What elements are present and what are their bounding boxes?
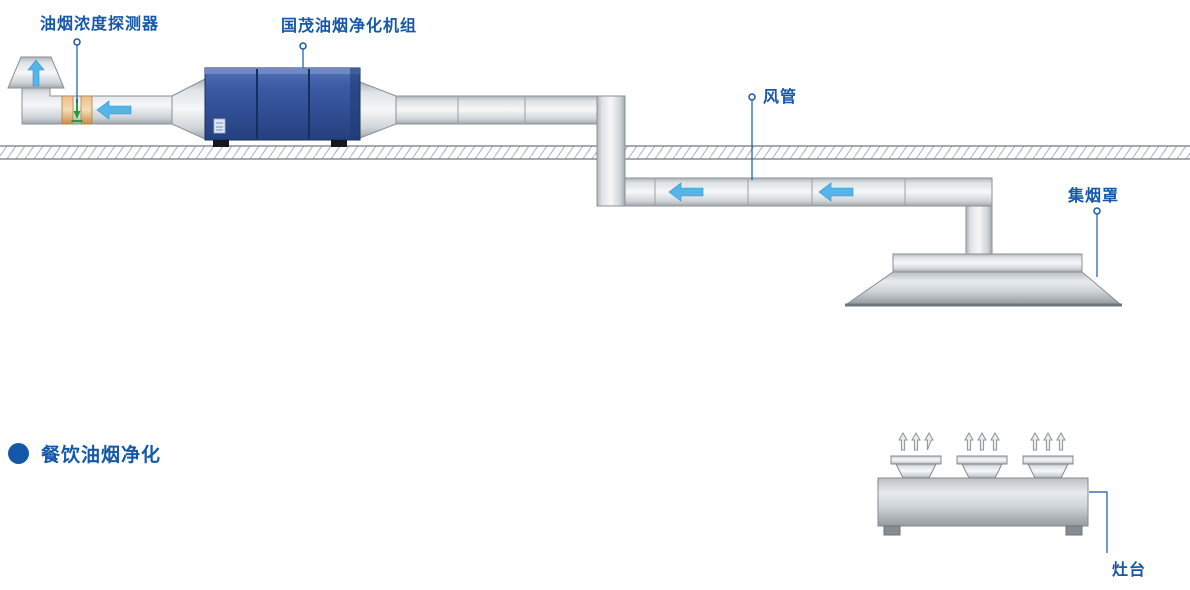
leader-dot: [73, 38, 81, 46]
legend-title: 餐饮油烟净化: [41, 444, 162, 466]
ceiling-slab: [0, 145, 1190, 160]
stove-leader: [1089, 491, 1108, 553]
duct-run: [395, 95, 993, 259]
purifier-foot: [213, 140, 229, 147]
stove-leg: [883, 525, 901, 536]
purifier-unit: [171, 67, 397, 147]
stove: [877, 431, 1089, 536]
detector-flange: [80, 95, 93, 125]
up-arrow-icon: [27, 59, 45, 87]
outlet-cone: [359, 81, 397, 139]
stove-body: [877, 477, 1089, 527]
purifier-foot: [331, 140, 347, 147]
flow-arrow-left-icon: [668, 182, 704, 202]
leader-lines: [73, 38, 1108, 553]
upper-duct: [395, 95, 626, 125]
inlet-cone: [171, 78, 206, 140]
purifier-logo-plate: [213, 118, 226, 134]
smoke-hood: [845, 253, 1122, 307]
detector-label: 油烟浓度探测器: [40, 14, 160, 33]
lower-duct: [596, 177, 993, 207]
flow-arrow-left-icon: [96, 100, 132, 120]
stove-leg: [1065, 525, 1083, 536]
detector-flange: [61, 95, 74, 125]
bullet-dot-icon: [8, 443, 29, 464]
exhaust-stack: [7, 56, 176, 125]
steam-arrows-icon: [898, 431, 1066, 451]
duct-label: 风管: [763, 87, 798, 106]
leader-dot: [748, 93, 756, 101]
leader-dot: [299, 42, 307, 50]
legend: 餐饮油烟净化: [8, 440, 161, 467]
purifier-label: 国茂油烟净化机组: [281, 16, 418, 35]
purifier-body: [204, 67, 361, 141]
down-elbow-duct: [596, 95, 626, 207]
flow-arrow-left-icon: [818, 182, 854, 202]
burners: [890, 455, 1074, 479]
stove-label: 灶台: [1112, 560, 1147, 579]
hood-label: 集烟罩: [1068, 186, 1120, 205]
leader-dot: [1093, 207, 1101, 215]
hood-drop-duct: [965, 200, 993, 259]
